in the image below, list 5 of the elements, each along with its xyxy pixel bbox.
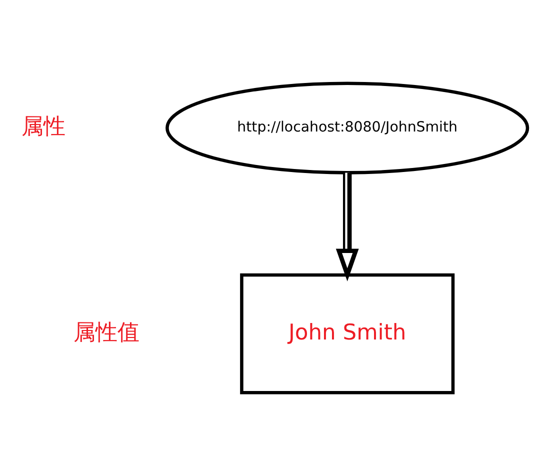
label: 属性 [22, 114, 66, 140]
arrow [336, 172, 359, 282]
node-box: John Smith [240, 273, 455, 394]
label: 属性值 [74, 320, 140, 346]
node-ellipse: http://locahost:8080/JohnSmith [166, 82, 530, 174]
